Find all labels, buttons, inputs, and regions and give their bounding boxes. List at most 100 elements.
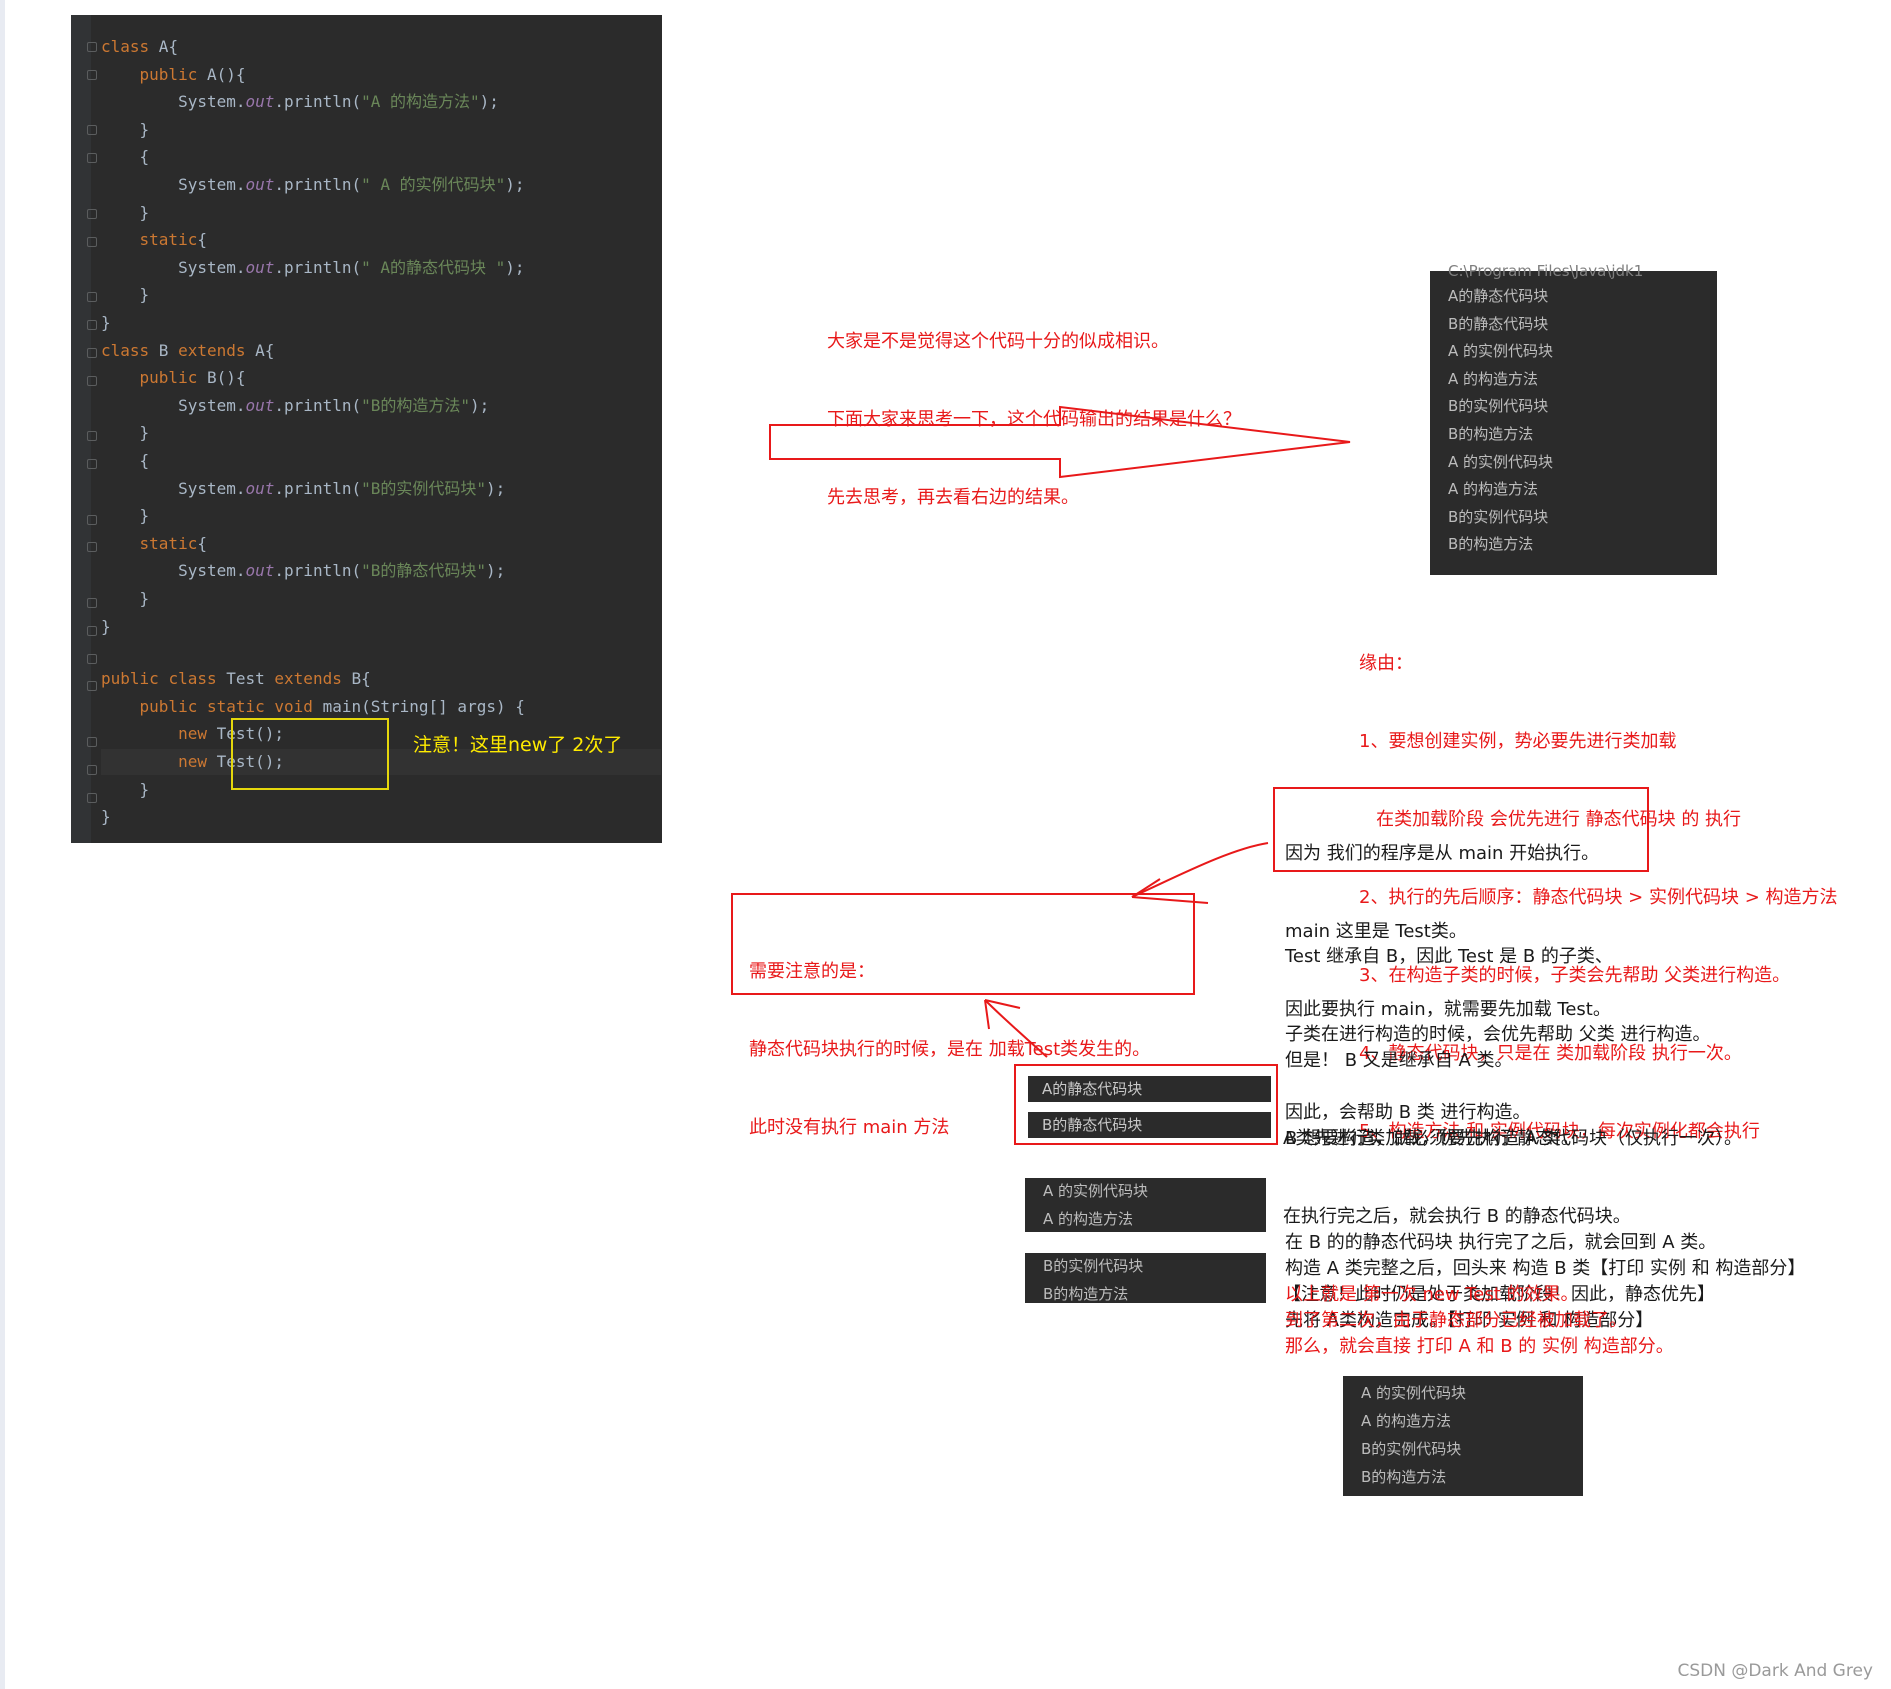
code-line: System.out.println(" A的静态代码块 "); — [101, 257, 525, 277]
code-line: public A(){ — [139, 64, 246, 84]
code-line: } — [101, 285, 150, 305]
reason-line: 在类加载阶段 会优先进行 静态代码块 的 执行 — [1359, 809, 1742, 830]
explain-construct-b: 构造 A 类完整之后，回头来 构造 B 类【打印 实例 和 构造部分】 以上就是… — [1285, 1256, 1805, 1360]
fold-marker-icon[interactable] — [87, 792, 97, 803]
question-line: 大家是不是觉得这个代码十分的似成相识。 — [827, 331, 1169, 352]
fold-marker-icon[interactable] — [87, 737, 97, 747]
code-line: public class Test extends B{ — [101, 669, 371, 689]
console-line: A 的实例代码块 — [1043, 1182, 1149, 1200]
console-line: B的实例代码块 — [1361, 1440, 1462, 1458]
fold-marker-icon[interactable] — [87, 69, 97, 80]
code-line: } — [101, 119, 150, 139]
code-line: public static void main(String[] args) { — [139, 696, 525, 716]
main-box-line: 因此要执行 main，就需要先加载 Test。 — [1285, 999, 1611, 1020]
code-line: } — [101, 779, 150, 799]
code-line: } — [101, 313, 111, 332]
explain-line: 因此，会帮助 B 类 进行构造。 — [1285, 1102, 1531, 1123]
fold-marker-icon[interactable] — [87, 598, 97, 608]
fold-marker-icon[interactable] — [87, 625, 97, 636]
console-line: A 的构造方法 — [1448, 369, 1539, 388]
explain-back-to-a: 在 B 的的静态代码块 执行完了之后，就会回到 A 类。 先将 A类构造完成。【… — [1285, 1178, 1716, 1360]
fold-marker-icon[interactable] — [87, 153, 97, 164]
main-start-box: 因为 我们的程序是从 main 开始执行。 main 这里是 Test类。 因此… — [1273, 787, 1649, 1020]
console-bar-b-static: B的静态代码块 — [1028, 1112, 1271, 1138]
left-window-edge — [0, 0, 5, 1689]
fold-marker-icon[interactable] — [87, 292, 97, 303]
reasons-list: 缘由： 1、要想创建实例，势必要先进行类加载 在类加载阶段 会优先进行 静态代码… — [1359, 599, 1838, 1171]
explain-inheritance: Test 继承自 B，因此 Test 是 B 的子类、 子类在进行构造的时候，会… — [1285, 892, 1710, 1152]
console-line: B的实例代码块 — [1448, 507, 1549, 526]
fold-marker-icon[interactable] — [87, 125, 97, 136]
explain-line: A类先进行类加载，优先执行 静态代码块（仅执行一次）。 — [1283, 1128, 1743, 1149]
fold-marker-icon[interactable] — [87, 375, 97, 386]
console-line: B的静态代码块 — [1448, 314, 1549, 333]
code-line: System.out.println("B的实例代码块"); — [101, 478, 506, 498]
explain-line: 在执行完之后，就会执行 B 的静态代码块。 — [1283, 1206, 1631, 1227]
explain-line-red: 以上就是 第一次 new Test 的效果。 — [1285, 1284, 1579, 1305]
code-line: System.out.println("B的构造方法"); — [101, 395, 490, 415]
code-line: System.out.println("B的静态代码块"); — [101, 561, 506, 581]
console-header-cut: C:\Program Files\Java\jdk1 — [1448, 262, 1644, 280]
attention-line: 静态代码块执行的时候，是在 加载Test类发生的。 — [749, 1039, 1151, 1060]
editor-gutter — [71, 15, 91, 843]
code-line: } — [101, 616, 111, 636]
explain-line-red: 那么，就会直接 打印 A 和 B 的 实例 构造部分。 — [1285, 1336, 1674, 1357]
code-line: } — [101, 202, 150, 222]
explain-line: 构造 A 类完整之后，回头来 构造 B 类【打印 实例 和 构造部分】 — [1285, 1258, 1806, 1279]
fold-marker-icon[interactable] — [87, 764, 97, 775]
code-line: System.out.println("A 的构造方法"); — [101, 92, 499, 112]
explain-b-extends-a: 但是！ B 又是继承自 A 类。 B 想要构造，就必须要先构造 A 类。 — [1285, 996, 1579, 1178]
console-line: B的实例代码块 — [1043, 1257, 1144, 1275]
reason-line: 5、构造方法 和 实例代码块，每次实例化都会执行 — [1359, 1121, 1760, 1142]
main-box-line: 因为 我们的程序是从 main 开始执行。 — [1285, 843, 1600, 864]
code-editor: class A{ public A(){ System.out.println(… — [71, 15, 662, 843]
attention-box: 需要注意的是： 静态代码块执行的时候，是在 加载Test类发生的。 此时没有执行… — [731, 893, 1195, 1138]
console-line: A 的构造方法 — [1043, 1210, 1134, 1228]
big-right-arrow-icon — [769, 405, 1351, 479]
console-line: B的构造方法 — [1448, 425, 1534, 443]
console-line: B的构造方法 — [1448, 535, 1534, 554]
console-b-instance-constructor: B的实例代码块 B的构造方法 — [1025, 1253, 1266, 1303]
reason-line: 4、静态代码块，只是在 类加载阶段 执行一次。 — [1359, 1043, 1742, 1064]
arrow-to-attention-icon — [1131, 842, 1269, 904]
code-line: new Test(); — [178, 724, 285, 744]
fold-marker-icon[interactable] — [87, 42, 97, 52]
console-line: B的构造方法 — [1361, 1468, 1447, 1486]
code-line: { — [101, 147, 150, 167]
fold-marker-icon[interactable] — [87, 347, 97, 358]
fold-marker-icon[interactable] — [87, 320, 97, 330]
reason-line: 缘由： — [1359, 653, 1413, 674]
new-twice-note: 注意！这里new了 2次了 — [413, 734, 623, 756]
final-console-output: A 的实例代码块 A 的构造方法 B的实例代码块 B的构造方法 — [1343, 1376, 1583, 1496]
fold-marker-icon[interactable] — [87, 459, 97, 469]
code-line: new Test(); — [101, 749, 661, 775]
fold-marker-icon[interactable] — [87, 208, 97, 219]
explain-line: 在 B 的的静态代码块 执行完了之后，就会回到 A 类。 — [1285, 1232, 1717, 1253]
code-line: } — [101, 589, 150, 608]
code-line: class A{ — [101, 37, 179, 56]
code-line: static{ — [139, 230, 207, 250]
static-blocks-box: A的静态代码块 B的静态代码块 — [1014, 1064, 1278, 1145]
console-a-instance-constructor: A 的实例代码块 A 的构造方法 — [1025, 1178, 1266, 1232]
fold-marker-icon[interactable] — [87, 653, 97, 664]
fold-marker-icon[interactable] — [87, 431, 97, 442]
code-line: { — [101, 451, 150, 470]
fold-marker-icon[interactable] — [87, 542, 97, 553]
console-line: A 的实例代码块 — [1448, 342, 1554, 361]
attention-line: 此时没有执行 main 方法 — [749, 1117, 950, 1138]
explain-line: B 想要构造，就必须要先构造 A 类。 — [1285, 1128, 1579, 1149]
explain-line: Test 继承自 B，因此 Test 是 B 的子类、 — [1285, 946, 1613, 967]
fold-marker-icon[interactable] — [87, 514, 97, 525]
code-line: class B extends A{ — [101, 340, 275, 360]
console-line: A 的构造方法 — [1448, 480, 1539, 499]
csdn-watermark: CSDN @Dark And Grey — [1677, 1661, 1873, 1681]
fold-marker-icon[interactable] — [87, 236, 97, 247]
fold-marker-icon[interactable] — [87, 681, 97, 692]
explain-line: 但是！ B 又是继承自 A 类。 — [1285, 1050, 1513, 1071]
code-line: System.out.println(" A 的实例代码块"); — [101, 175, 525, 194]
console-line: B的实例代码块 — [1448, 397, 1549, 416]
reason-line: 3、在构造子类的时候，子类会先帮助 父类进行构造。 — [1359, 965, 1791, 986]
console-line: B的构造方法 — [1043, 1285, 1129, 1303]
main-box-line: main 这里是 Test类。 — [1285, 921, 1467, 942]
console-line: A的静态代码块 — [1448, 287, 1549, 305]
